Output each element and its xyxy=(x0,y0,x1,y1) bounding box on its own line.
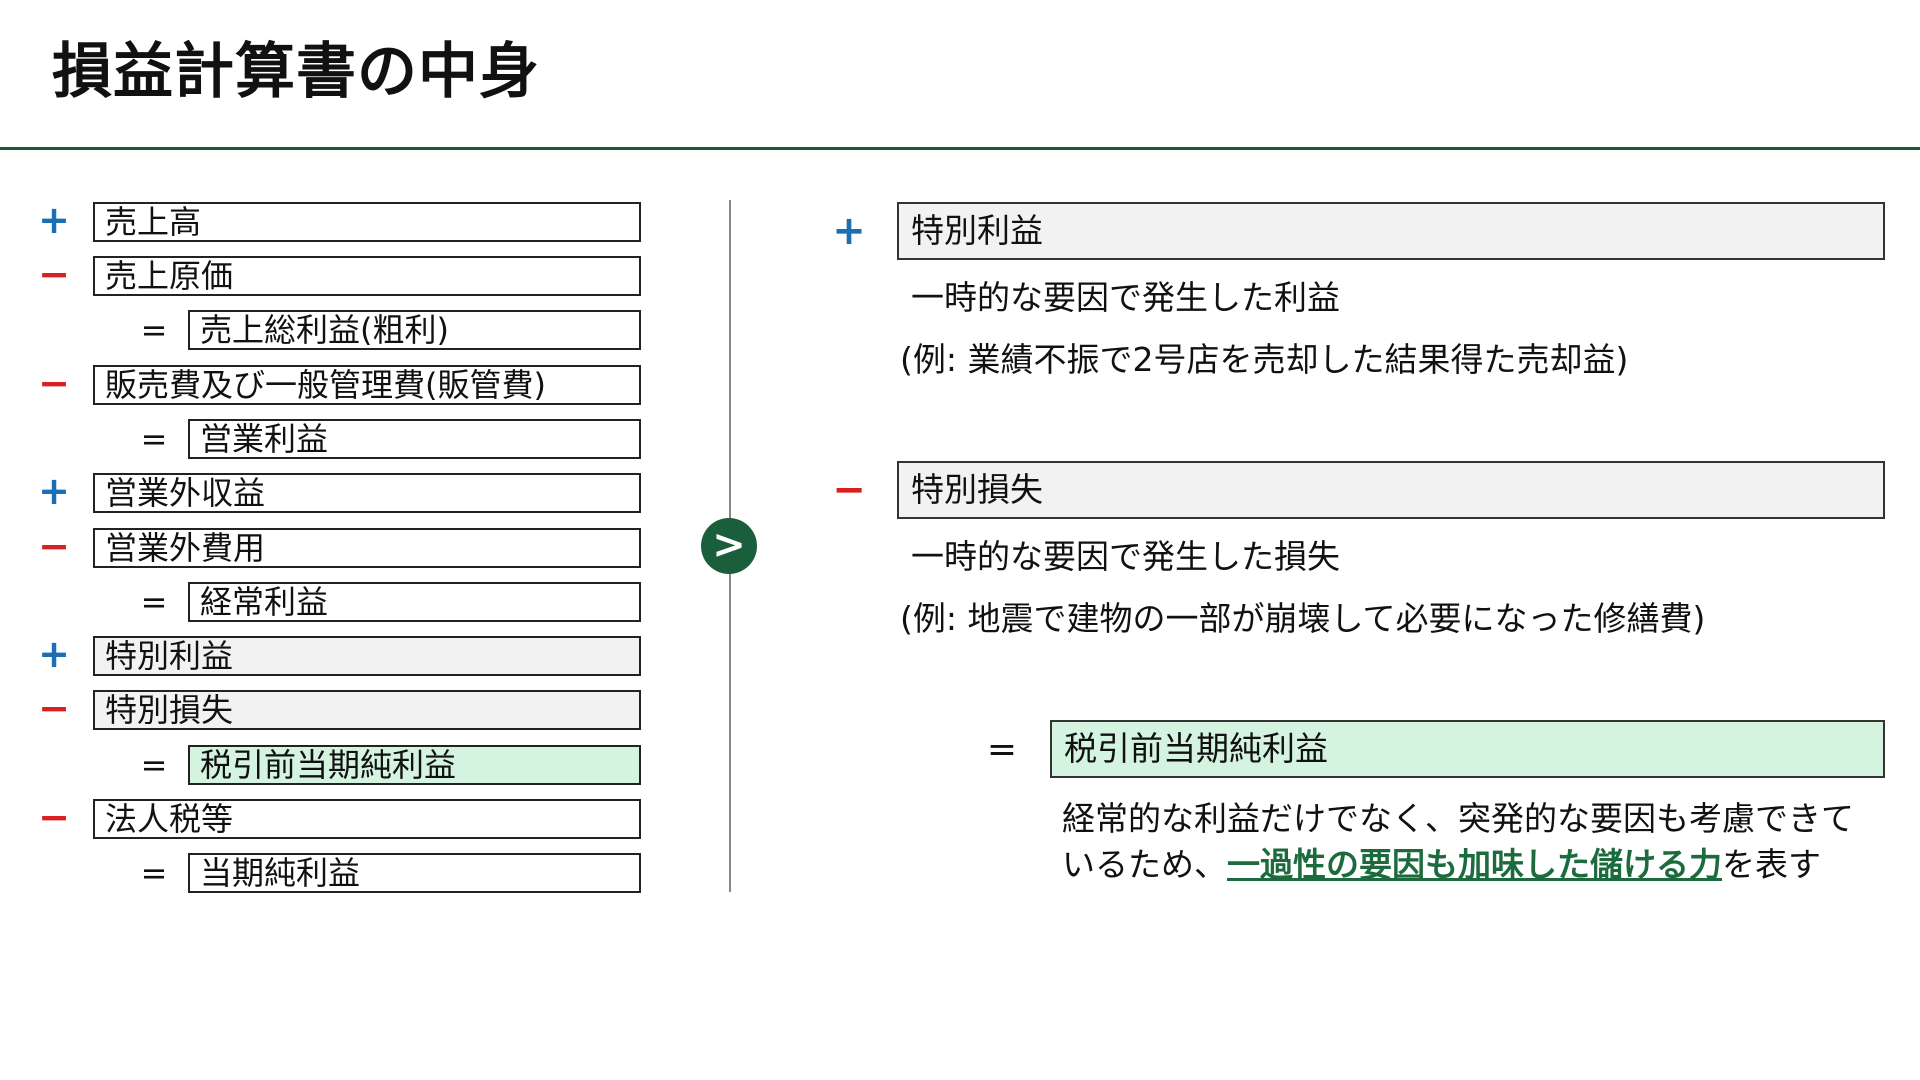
page-title: 損益計算書の中身 xyxy=(52,37,540,107)
item-box: 売上原価 xyxy=(93,256,641,296)
pretax-income-box: 税引前当期純利益 xyxy=(1050,720,1885,778)
plus-sign: + xyxy=(38,632,70,676)
equals-sign: = xyxy=(140,746,168,784)
equals-sign: = xyxy=(140,854,168,892)
item-box: 法人税等 xyxy=(93,799,641,839)
emphasis-text: 一過性の要因も加味した儲ける力 xyxy=(1227,845,1722,884)
plus-sign: + xyxy=(38,198,70,242)
subtotal-box: 当期純利益 xyxy=(188,853,641,893)
item-box: 販売費及び一般管理費(販管費) xyxy=(93,365,641,405)
minus-sign: − xyxy=(832,467,866,513)
subtotal-box: 売上総利益(粗利) xyxy=(188,310,641,350)
minus-sign: − xyxy=(38,252,70,296)
special-loss-box: 特別損失 xyxy=(897,461,1885,519)
chevron-right-icon: > xyxy=(701,518,757,574)
plus-sign: + xyxy=(38,469,70,513)
special-gain-box: 特別利益 xyxy=(897,202,1885,260)
minus-sign: − xyxy=(38,524,70,568)
equals-sign: = xyxy=(986,729,1018,770)
minus-sign: − xyxy=(38,795,70,839)
pretax-income-description: 経常的な利益だけでなく、突発的な要因も考慮できているため、一過性の要因も加味した… xyxy=(1062,796,1882,888)
item-box: 営業外収益 xyxy=(93,473,641,513)
item-box: 売上高 xyxy=(93,202,641,242)
minus-sign: − xyxy=(38,361,70,405)
item-box-highlighted: 特別損失 xyxy=(93,690,641,730)
subtotal-box: 営業利益 xyxy=(188,419,641,459)
special-loss-description: 一時的な要因で発生した損失 xyxy=(911,537,1340,576)
equals-sign: = xyxy=(140,583,168,621)
equals-sign: = xyxy=(140,420,168,458)
special-loss-example: (例: 地震で建物の一部が崩壊して必要になった修繕費) xyxy=(900,599,1706,638)
description-text: を表す xyxy=(1722,845,1821,884)
minus-sign: − xyxy=(38,686,70,730)
description-text: 経常的な利益だけでなく、突発的な要因も考慮できているため、 xyxy=(1062,799,1854,884)
subtotal-box: 経常利益 xyxy=(188,582,641,622)
equals-sign: = xyxy=(140,311,168,349)
item-box: 営業外費用 xyxy=(93,528,641,568)
plus-sign: + xyxy=(832,208,866,254)
special-gain-description: 一時的な要因で発生した利益 xyxy=(911,278,1340,317)
subtotal-box-highlighted: 税引前当期純利益 xyxy=(188,745,641,785)
title-underline xyxy=(0,147,1920,150)
special-gain-example: (例: 業績不振で2号店を売却した結果得た売却益) xyxy=(900,340,1629,379)
item-box-highlighted: 特別利益 xyxy=(93,636,641,676)
